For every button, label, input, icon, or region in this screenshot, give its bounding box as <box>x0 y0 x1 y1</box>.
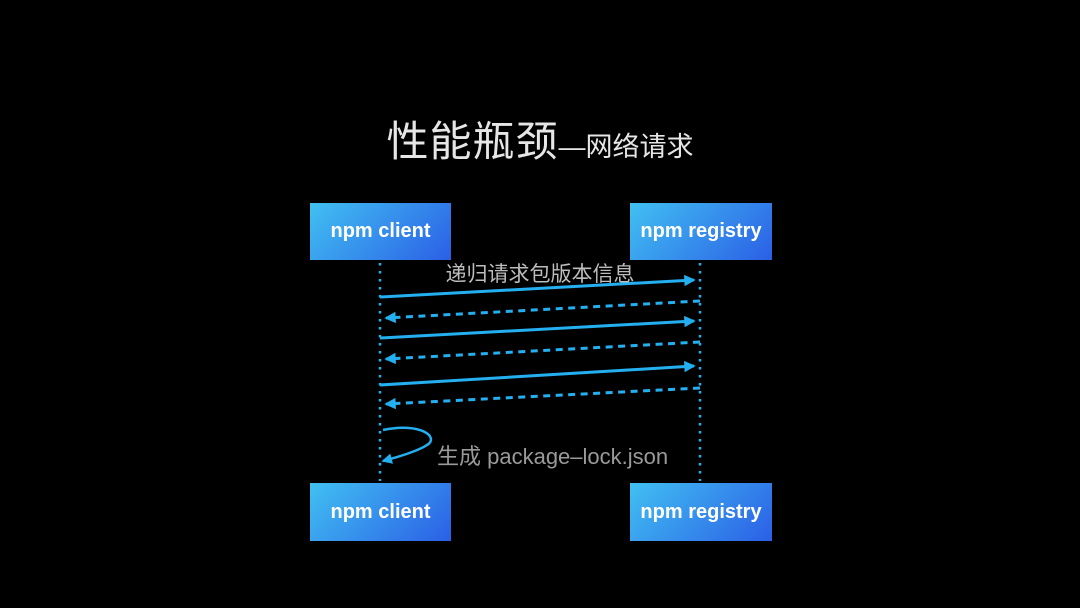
arrow-request-1 <box>379 274 696 299</box>
request-message-label: 递归请求包版本信息 <box>445 263 635 286</box>
actor-label: npm registry <box>640 500 762 523</box>
title-main: 性能瓶颈 <box>386 118 559 165</box>
arrow-request-2 <box>379 315 696 340</box>
actor-label: npm registry <box>640 220 762 242</box>
actor-label: npm client <box>330 500 431 523</box>
arrow-request-3 <box>379 360 696 387</box>
actor-npm-client-top: npm client <box>310 203 451 260</box>
actor-npm-client-bottom: npm client <box>310 483 451 541</box>
title-sub: —网络请求 <box>558 132 694 162</box>
slide-title: 性能瓶颈—网络请求 <box>0 108 1080 169</box>
self-loop-label: 生成 package–lock.json <box>437 444 669 469</box>
self-loop-arrow <box>381 426 433 464</box>
arrow-response-2 <box>384 340 701 365</box>
arrow-response-3 <box>384 386 701 410</box>
actor-npm-registry-bottom: npm registry <box>630 483 772 541</box>
actor-npm-registry-top: npm registry <box>630 203 772 260</box>
actor-label: npm client <box>330 220 431 242</box>
arrow-response-1 <box>384 299 701 324</box>
